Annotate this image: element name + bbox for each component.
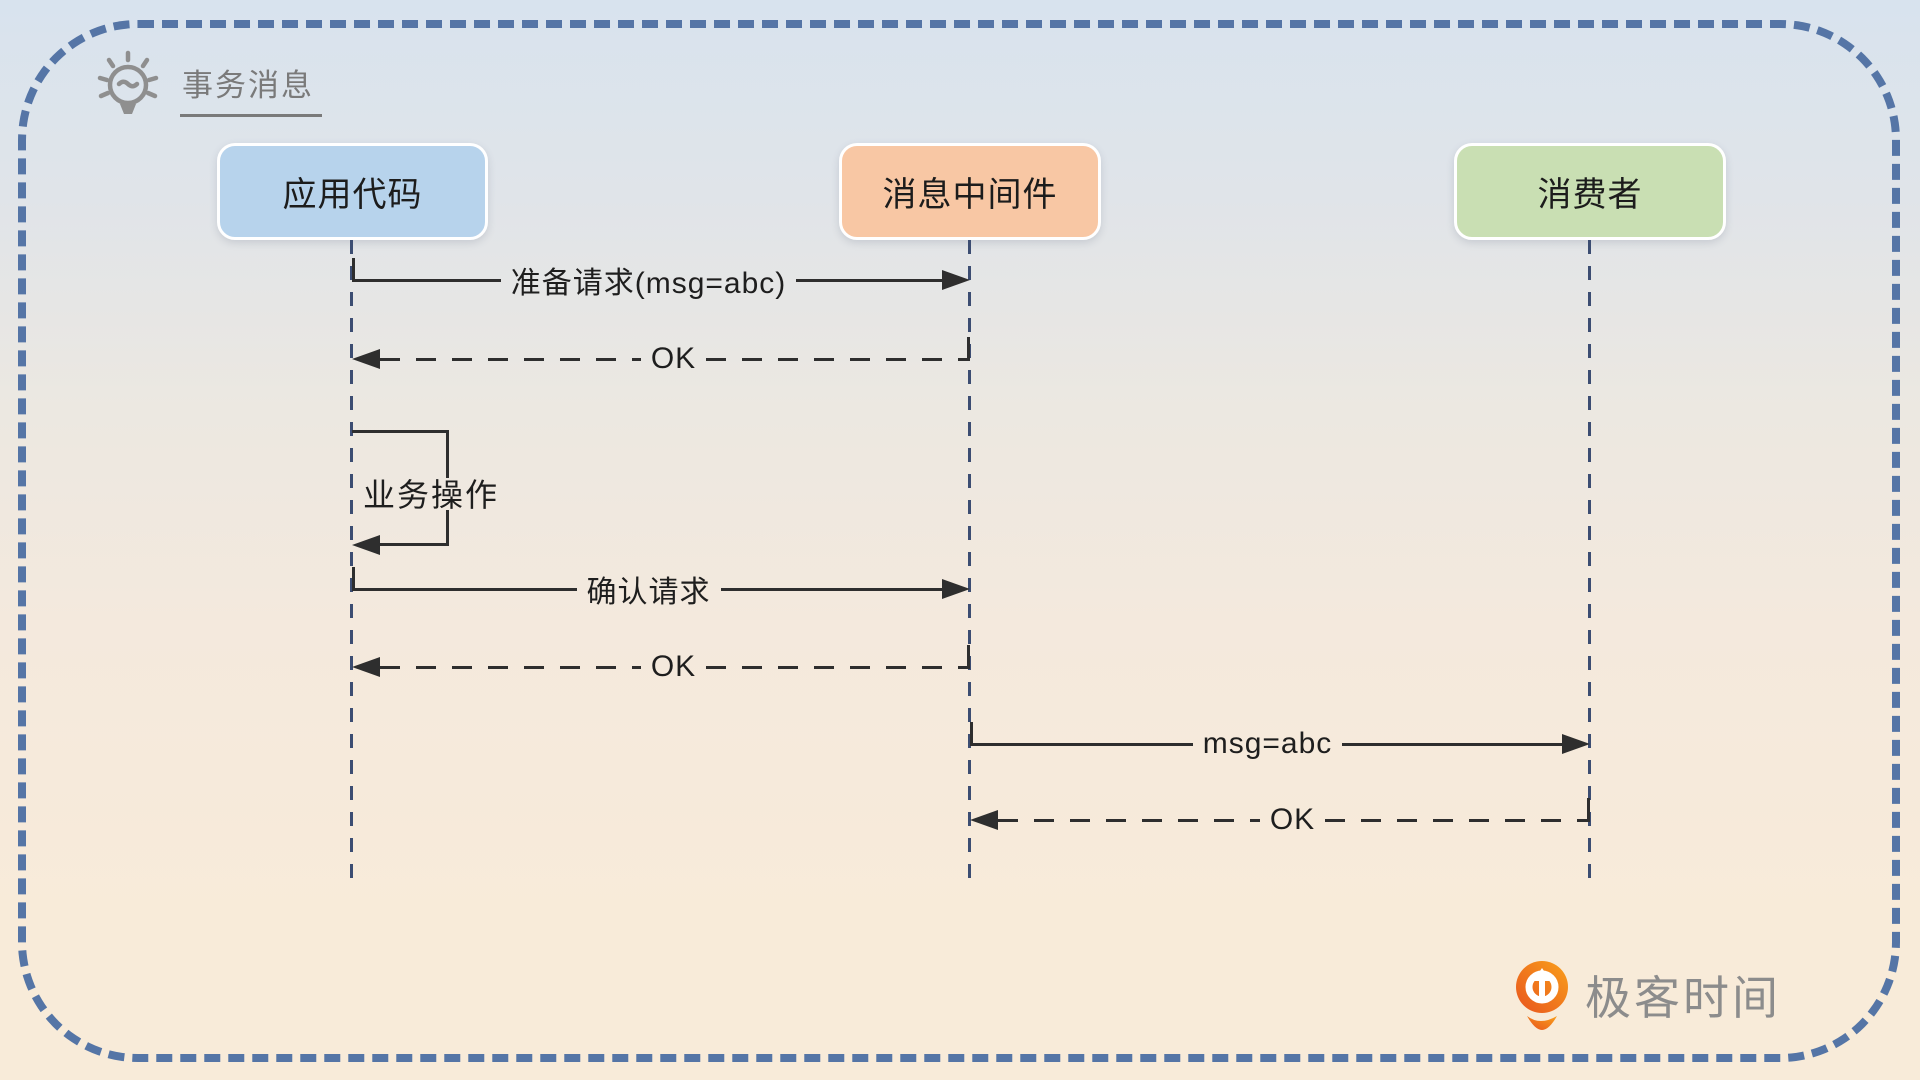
arrowhead-right-icon [1562,734,1591,754]
self-loop-top-line [352,430,449,433]
arrowhead-right-icon [942,579,970,599]
message-deliver-msg: msg=abc [970,722,1591,766]
arrowhead-left-icon [352,535,380,555]
actor-box-consumer: 消费者 [1454,143,1726,240]
message-label: OK [650,650,697,683]
diagram-title: 事务消息 [180,60,322,117]
message-line [355,587,577,591]
message-line-dashed [380,665,641,669]
connector-origin-tick [352,567,355,591]
message-line-dashed [380,357,641,361]
message-label: msg=abc [1202,727,1333,760]
actor-label: 应用代码 [282,176,423,214]
brand-name: 极客时间 [1585,972,1781,1024]
arrowhead-left-icon [352,657,380,677]
message-label: OK [1269,803,1316,836]
self-loop-right-line-lower [446,510,449,546]
message-prepare-request: 准备请求(msg=abc) [352,258,971,302]
lifeline-application-code [350,240,353,890]
connector-origin-tick [967,645,971,669]
actor-box-message-middleware: 消息中间件 [839,143,1101,240]
actor-label: 消息中间件 [882,176,1058,214]
message-label: OK [650,342,697,375]
self-loop-bottom-line [378,543,449,546]
message-line-dashed [1325,818,1588,822]
actor-box-application-code: 应用代码 [217,143,488,240]
message-confirm-request: 确认请求 [352,567,970,611]
arrowhead-left-icon [970,810,998,830]
message-label-business-operation: 业务操作 [363,477,500,513]
message-label: 确认请求 [586,576,711,609]
message-line [355,278,501,282]
message-prepare-ok: OK [352,337,971,381]
connector-origin-tick [1587,798,1591,822]
message-line-dashed [998,818,1260,822]
actor-label: 消费者 [1537,176,1643,214]
connector-origin-tick [970,722,973,746]
lightbulb-icon [97,50,159,114]
self-loop-right-line-upper [446,430,449,478]
message-consume-ok: OK [970,798,1591,842]
arrowhead-right-icon [942,270,971,290]
connector-origin-tick [967,337,971,361]
brand-logo: 极客时间 [1513,960,1781,1030]
message-line-dashed [706,357,968,361]
message-label: 准备请求(msg=abc) [510,267,787,300]
connector-origin-tick [352,258,355,282]
message-confirm-ok: OK [352,645,971,689]
geektime-logo-icon [1516,961,1568,1030]
arrowhead-left-icon [352,349,380,369]
message-line-dashed [706,665,968,669]
message-line [973,742,1193,746]
lifeline-message-middleware [968,240,971,890]
message-line [1342,742,1563,746]
diagram-header: 事务消息 [92,48,322,128]
message-line [796,278,943,282]
lifeline-consumer [1588,240,1591,890]
message-line [720,587,942,591]
